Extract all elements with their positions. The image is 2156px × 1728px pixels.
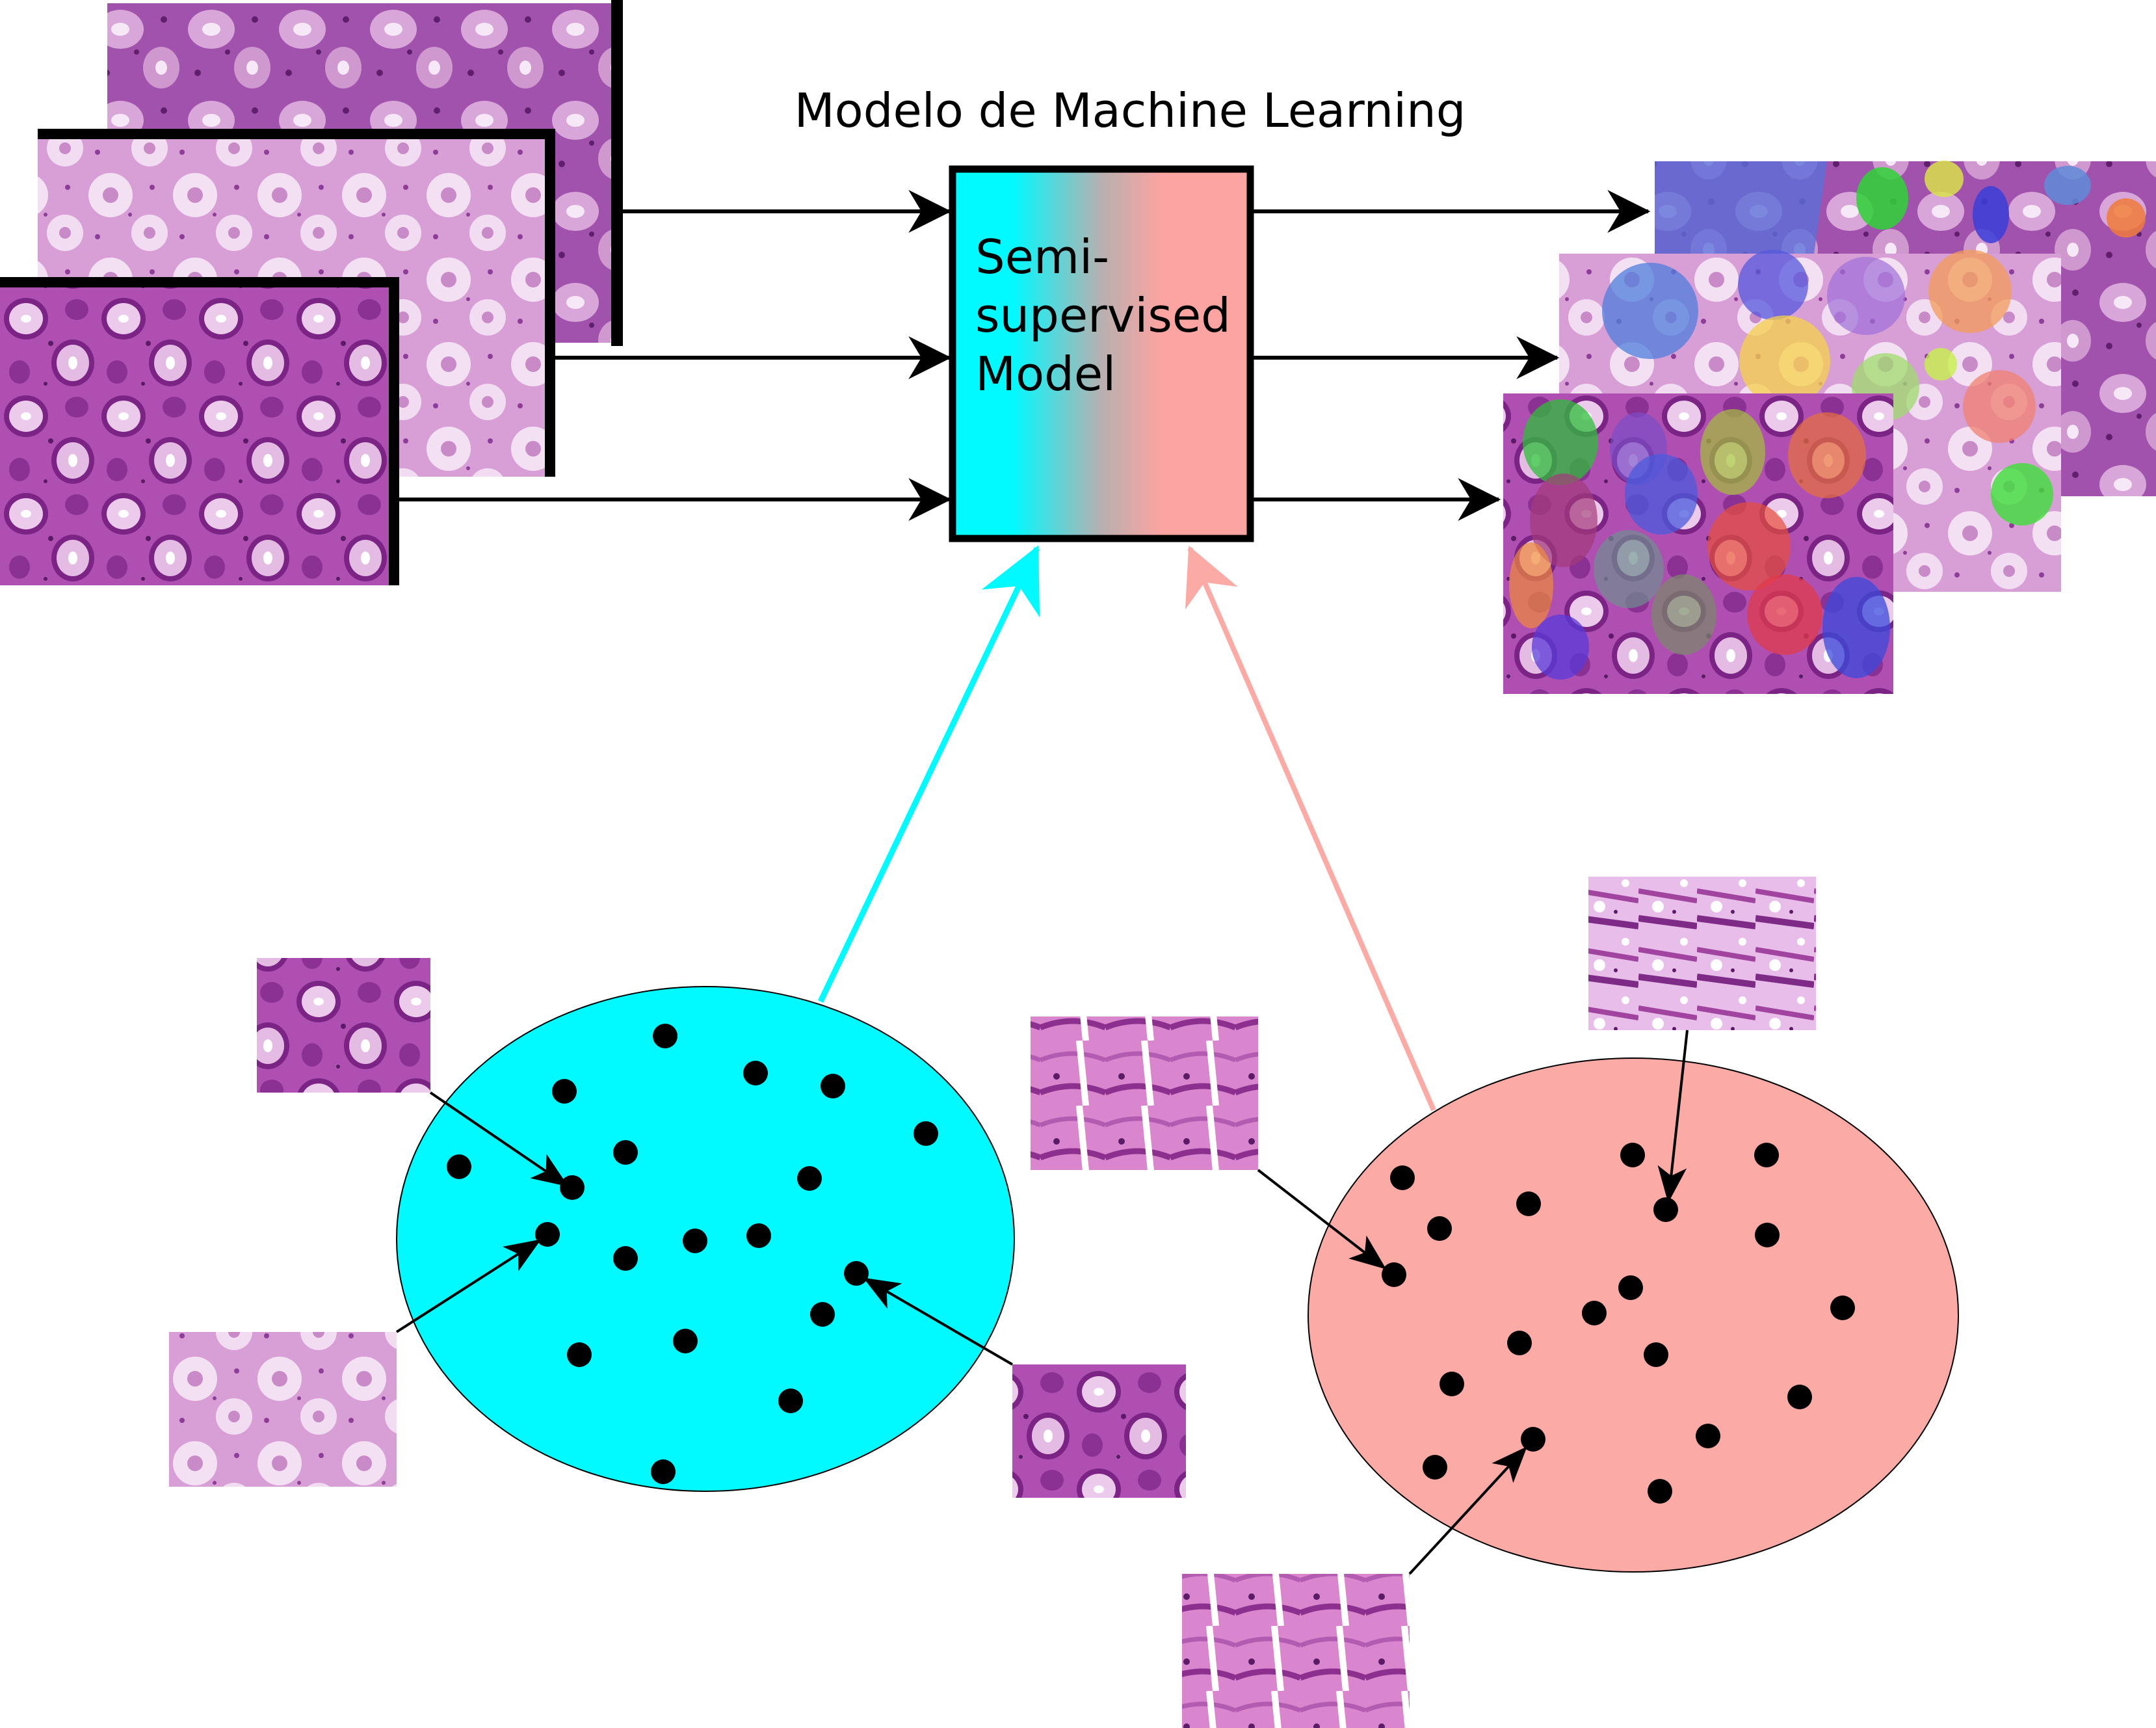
data-point xyxy=(1648,1479,1672,1504)
data-point xyxy=(567,1342,592,1367)
data-point xyxy=(1787,1385,1812,1409)
cyan-cluster-points xyxy=(447,1024,938,1484)
data-point xyxy=(1440,1372,1464,1396)
data-point xyxy=(1423,1455,1447,1480)
tissue-patch-thumbnail xyxy=(257,958,430,1093)
cyan-cluster-arrow xyxy=(817,545,1040,1003)
cyan-cluster xyxy=(396,986,1015,1492)
tissue-patch-thumbnail xyxy=(1012,1364,1186,1498)
model-label-line-2: supervised xyxy=(975,288,1231,343)
data-point xyxy=(1644,1342,1668,1367)
data-point xyxy=(1696,1424,1720,1448)
pink-cluster-arrow xyxy=(1185,545,1436,1111)
data-point xyxy=(1390,1165,1415,1190)
data-point xyxy=(914,1121,938,1146)
data-point xyxy=(746,1223,771,1248)
data-point xyxy=(1755,1223,1780,1247)
data-point xyxy=(552,1079,577,1104)
input-slide-front xyxy=(0,282,395,585)
data-point xyxy=(560,1175,585,1200)
patch-pointer-arrow xyxy=(429,1091,569,1187)
data-point xyxy=(1830,1296,1855,1320)
patch-pointer-arrows xyxy=(395,1030,1689,1575)
data-point xyxy=(673,1329,698,1353)
data-point xyxy=(683,1229,707,1253)
output-arrows xyxy=(1254,190,1651,521)
pink-cluster-points xyxy=(1382,1143,1855,1504)
data-point xyxy=(447,1154,471,1179)
data-point xyxy=(821,1074,845,1098)
data-point xyxy=(844,1261,869,1286)
output-slide-stack xyxy=(1503,161,2156,694)
tissue-patch-thumbnail xyxy=(1588,877,1816,1030)
model-label-line-1: Semi- xyxy=(975,230,1109,284)
input-slide-stack xyxy=(0,0,623,585)
diagram-title: Modelo de Machine Learning xyxy=(795,83,1466,138)
data-point xyxy=(653,1024,677,1048)
data-point xyxy=(778,1389,803,1413)
patch-pointer-arrow xyxy=(1657,1030,1689,1203)
patch-pointer-arrow xyxy=(1257,1169,1387,1269)
data-point xyxy=(1618,1275,1643,1300)
data-point xyxy=(1521,1427,1545,1452)
tissue-patch-thumbnail xyxy=(169,1332,397,1487)
data-point xyxy=(1620,1143,1645,1167)
data-point xyxy=(1653,1197,1678,1222)
tissue-patch-thumbnail xyxy=(1182,1574,1410,1728)
data-point xyxy=(613,1246,638,1271)
model-label-line-3: Model xyxy=(975,347,1116,401)
pink-cluster-ellipse xyxy=(1308,1057,1959,1573)
data-point xyxy=(535,1222,560,1247)
data-point xyxy=(651,1459,676,1484)
data-point xyxy=(1516,1191,1541,1216)
data-point xyxy=(1507,1331,1532,1355)
data-point xyxy=(810,1302,835,1327)
data-point xyxy=(1427,1216,1452,1241)
output-slide-front xyxy=(1503,393,1893,694)
patch-pointer-arrow xyxy=(395,1239,542,1333)
data-point xyxy=(613,1140,638,1165)
pink-cluster xyxy=(1308,1057,1959,1573)
model-box: Semi- supervised Model xyxy=(949,165,1254,542)
tissue-patch-thumbnail xyxy=(1031,1017,1258,1170)
data-point xyxy=(1382,1262,1406,1287)
data-point xyxy=(1582,1301,1607,1325)
data-point xyxy=(743,1061,768,1085)
data-point xyxy=(1754,1143,1779,1167)
input-arrows xyxy=(399,190,952,521)
patch-pointer-arrow xyxy=(1408,1446,1527,1575)
patch-pointer-arrow xyxy=(863,1277,1014,1366)
data-point xyxy=(797,1166,822,1191)
